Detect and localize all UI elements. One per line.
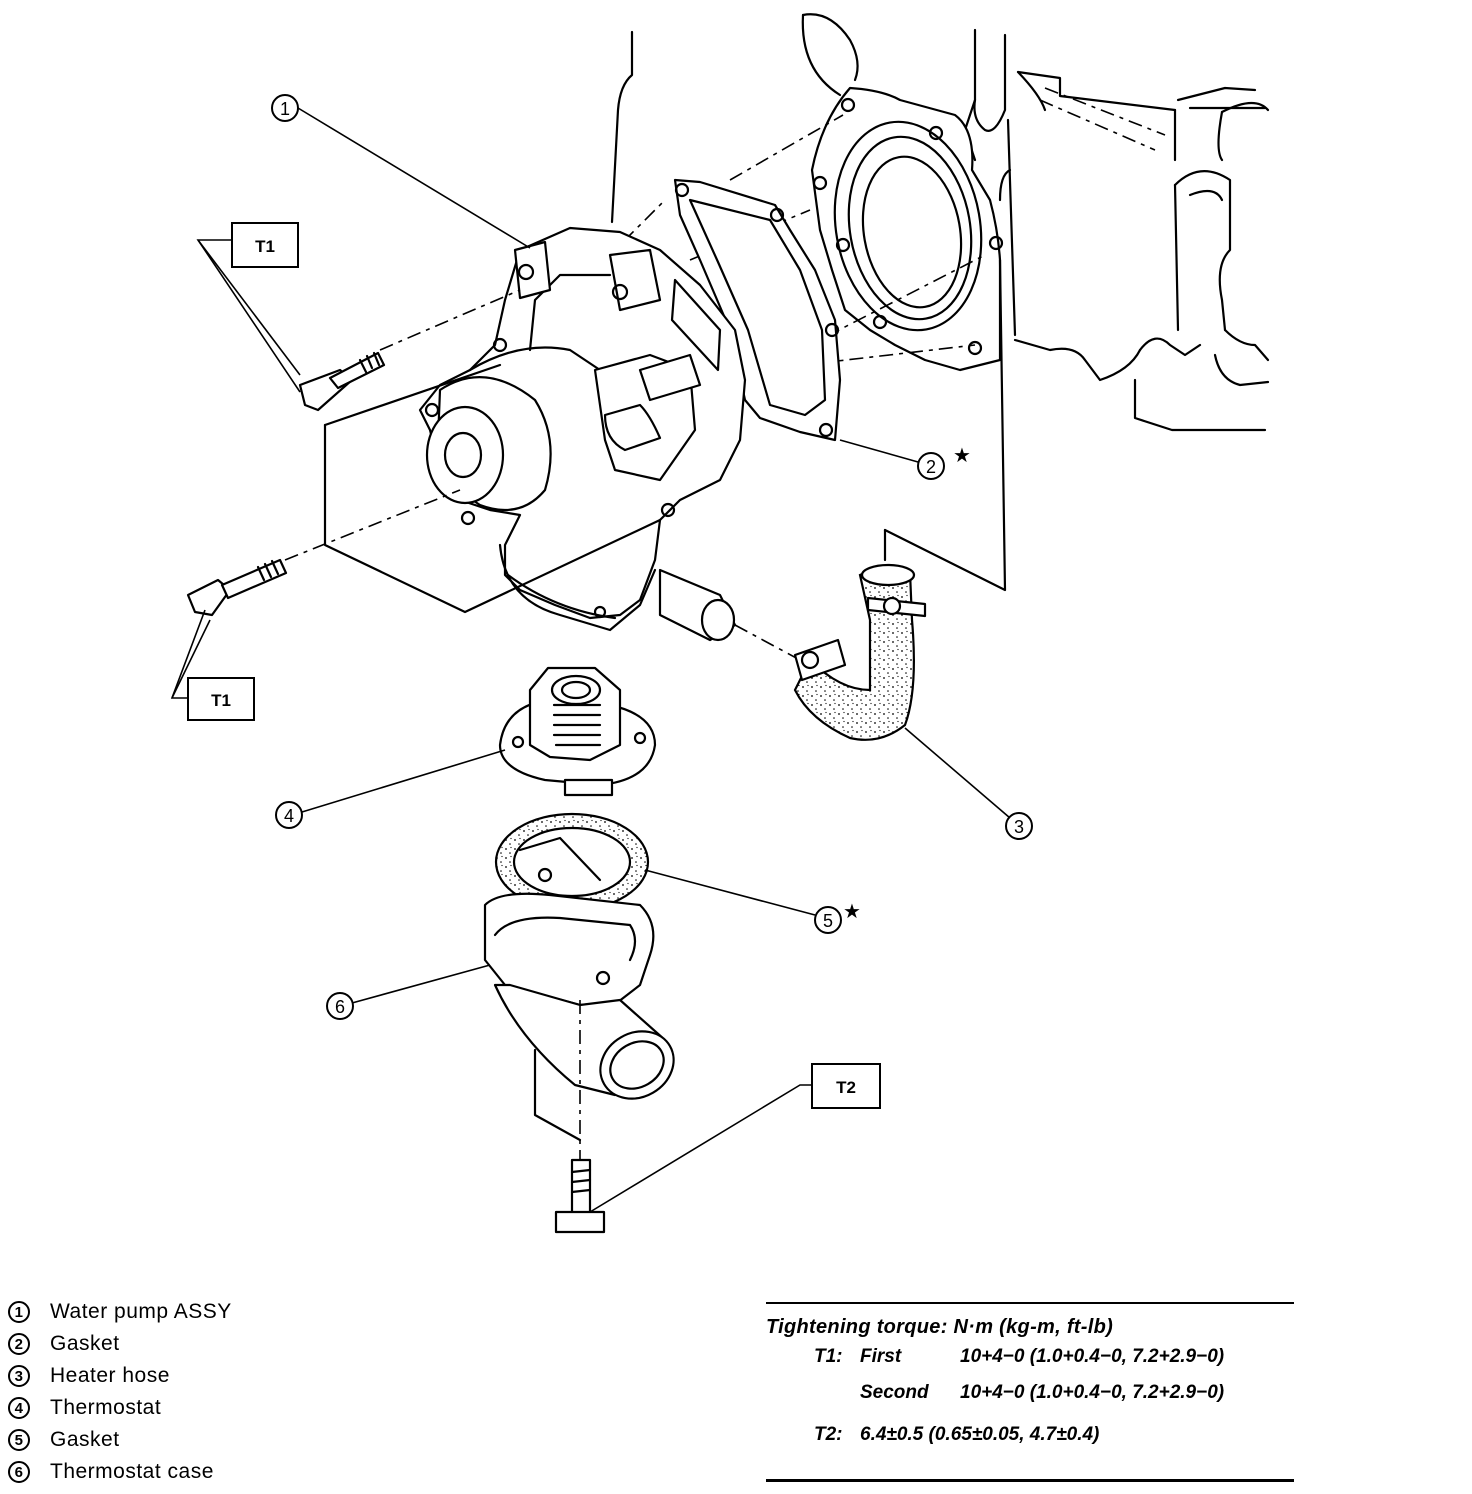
exploded-view-diagram: 1 2 ★ 3 4 5 ★ 6 T1 T1 T2 bbox=[170, 13, 1270, 1234]
legend-item: 6 Thermostat case bbox=[8, 1456, 368, 1488]
t2-value: 6.4±0.5 (0.65±0.05, 4.7±0.4) bbox=[860, 1424, 1100, 1445]
bottom-rule bbox=[766, 1479, 1294, 1482]
thermostat bbox=[498, 666, 657, 797]
legend-label: Heater hose bbox=[50, 1364, 170, 1387]
thermostat-gasket bbox=[494, 812, 650, 912]
upper-pump-bolt bbox=[298, 351, 386, 412]
thermostat-case bbox=[483, 892, 675, 1100]
torque-heading: Tightening torque: N·m (kg-m, ft-lb) bbox=[766, 1316, 1114, 1338]
callout-6-label: 6 bbox=[335, 997, 345, 1017]
legend-number: 5 bbox=[8, 1429, 30, 1451]
t1-second-value: 10+4−0 (1.0+0.4−0, 7.2+2.9−0) bbox=[960, 1382, 1225, 1403]
callout-2-label: 2 bbox=[926, 457, 936, 477]
t1-second-label: Second bbox=[860, 1382, 929, 1403]
legend-label: Gasket bbox=[50, 1428, 120, 1451]
legend-item: 2 Gasket bbox=[8, 1328, 368, 1360]
torque-tag-t2-label: T2 bbox=[836, 1078, 856, 1097]
torque-tag-t1-upper-label: T1 bbox=[255, 237, 275, 256]
torque-tag-t2: T2 bbox=[811, 1063, 881, 1109]
legend-label: Gasket bbox=[50, 1332, 120, 1355]
callout-6: 6 bbox=[326, 992, 354, 1020]
legend-number: 6 bbox=[8, 1461, 30, 1483]
callout-4: 4 bbox=[275, 801, 303, 829]
water-pump-assy bbox=[418, 226, 747, 642]
torque-row-t1-second: Second 10+4−0 (1.0+0.4−0, 7.2+2.9−0) bbox=[766, 1375, 1294, 1411]
torque-tag-t1-lower-label: T1 bbox=[211, 691, 231, 710]
torque-tag-t1-upper: T1 bbox=[231, 222, 299, 268]
callout-2-star: ★ bbox=[953, 445, 971, 467]
legend-item: 4 Thermostat bbox=[8, 1392, 368, 1424]
legend-item: 5 Gasket bbox=[8, 1424, 368, 1456]
lower-pump-bolt bbox=[186, 558, 288, 617]
t1-key: T1: bbox=[814, 1346, 843, 1367]
t2-key: T2: bbox=[814, 1424, 843, 1445]
legend-number: 2 bbox=[8, 1333, 30, 1355]
torque-tag-t1-lower: T1 bbox=[187, 677, 255, 721]
legend-item: 3 Heater hose bbox=[8, 1360, 368, 1392]
legend-number: 1 bbox=[8, 1301, 30, 1323]
legend-number: 3 bbox=[8, 1365, 30, 1387]
callout-5: 5 ★ bbox=[814, 901, 861, 934]
callout-1: 1 bbox=[271, 94, 299, 122]
callout-2: 2 ★ bbox=[917, 445, 971, 480]
heater-hose bbox=[793, 258, 1007, 741]
legend-label: Thermostat bbox=[50, 1396, 162, 1419]
torque-row-t2: T2: 6.4±0.5 (0.65±0.05, 4.7±0.4) bbox=[766, 1417, 1294, 1453]
legend-label: Thermostat case bbox=[50, 1460, 214, 1483]
legend-item: 1 Water pump ASSY bbox=[8, 1296, 368, 1328]
callout-5-label: 5 bbox=[823, 911, 833, 931]
callout-5-star: ★ bbox=[843, 901, 861, 923]
callout-3: 3 bbox=[1005, 812, 1033, 840]
torque-row-t1-first: T1: First 10+4−0 (1.0+0.4−0, 7.2+2.9−0) bbox=[766, 1339, 1294, 1375]
callout-1-label: 1 bbox=[280, 99, 290, 119]
pump-gasket bbox=[673, 178, 842, 442]
engine-block bbox=[610, 13, 1270, 432]
torque-spec-table: Tightening torque: N·m (kg-m, ft-lb) T1:… bbox=[766, 1302, 1294, 1482]
parts-legend: 1 Water pump ASSY 2 Gasket 3 Heater hose… bbox=[8, 1296, 368, 1488]
callout-3-label: 3 bbox=[1014, 817, 1024, 837]
t1-first-value: 10+4−0 (1.0+0.4−0, 7.2+2.9−0) bbox=[960, 1346, 1225, 1367]
t1-first-label: First bbox=[860, 1346, 902, 1367]
callout-4-label: 4 bbox=[284, 806, 294, 826]
block-mounting-flange bbox=[810, 86, 1004, 372]
thermostat-case-bolt bbox=[554, 1158, 606, 1234]
legend-label: Water pump ASSY bbox=[50, 1300, 232, 1323]
legend-number: 4 bbox=[8, 1397, 30, 1419]
top-rule bbox=[766, 1302, 1294, 1304]
